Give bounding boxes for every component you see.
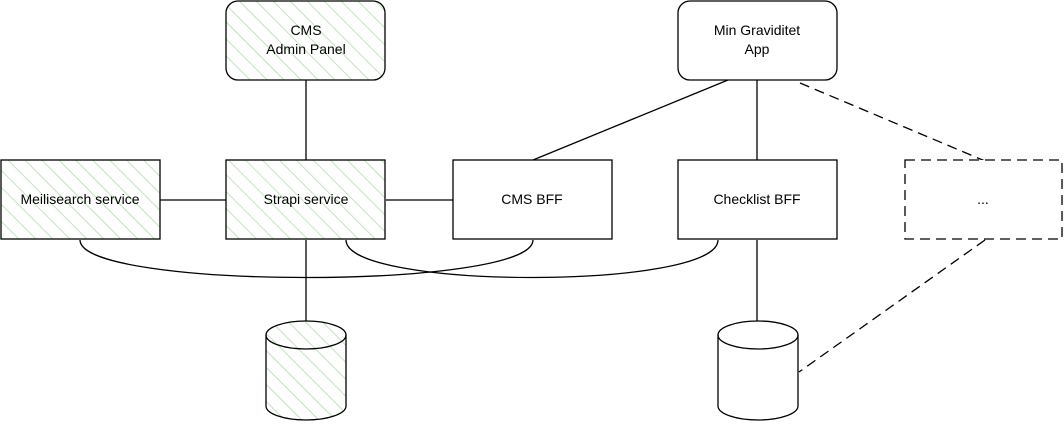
- node-strapi-service-label: Strapi service: [264, 191, 349, 207]
- node-strapi-database[interactable]: [265, 320, 347, 421]
- edges: [79, 79, 986, 373]
- node-cms-bff[interactable]: CMS BFF: [452, 159, 613, 240]
- node-min-graviditet-app[interactable]: Min Graviditet App: [677, 0, 838, 81]
- edge-app-to-cms-bff: [532, 79, 729, 161]
- node-cms-admin-panel-label-line1: CMS: [290, 22, 321, 38]
- node-strapi-service[interactable]: Strapi service: [225, 159, 386, 240]
- node-cms-bff-label: CMS BFF: [501, 191, 562, 207]
- node-placeholder[interactable]: ...: [904, 159, 1063, 240]
- edge-placeholder-to-checklist-database: [798, 239, 986, 373]
- edge-app-to-placeholder: [799, 82, 986, 162]
- node-meilisearch-service[interactable]: Meilisearch service: [0, 159, 161, 240]
- node-meilisearch-service-label: Meilisearch service: [20, 191, 139, 207]
- node-placeholder-label: ...: [977, 191, 989, 207]
- node-cms-admin-panel[interactable]: CMS Admin Panel: [225, 0, 386, 81]
- node-checklist-bff[interactable]: Checklist BFF: [677, 159, 838, 240]
- edge-strapi-to-checklist-bff: [345, 239, 719, 279]
- node-checklist-bff-label: Checklist BFF: [713, 191, 800, 207]
- node-min-graviditet-app-label-line2: App: [745, 41, 770, 57]
- node-cms-admin-panel-label-line2: Admin Panel: [266, 41, 345, 57]
- node-checklist-database[interactable]: [717, 320, 799, 421]
- node-min-graviditet-app-label-line1: Min Graviditet: [714, 22, 800, 38]
